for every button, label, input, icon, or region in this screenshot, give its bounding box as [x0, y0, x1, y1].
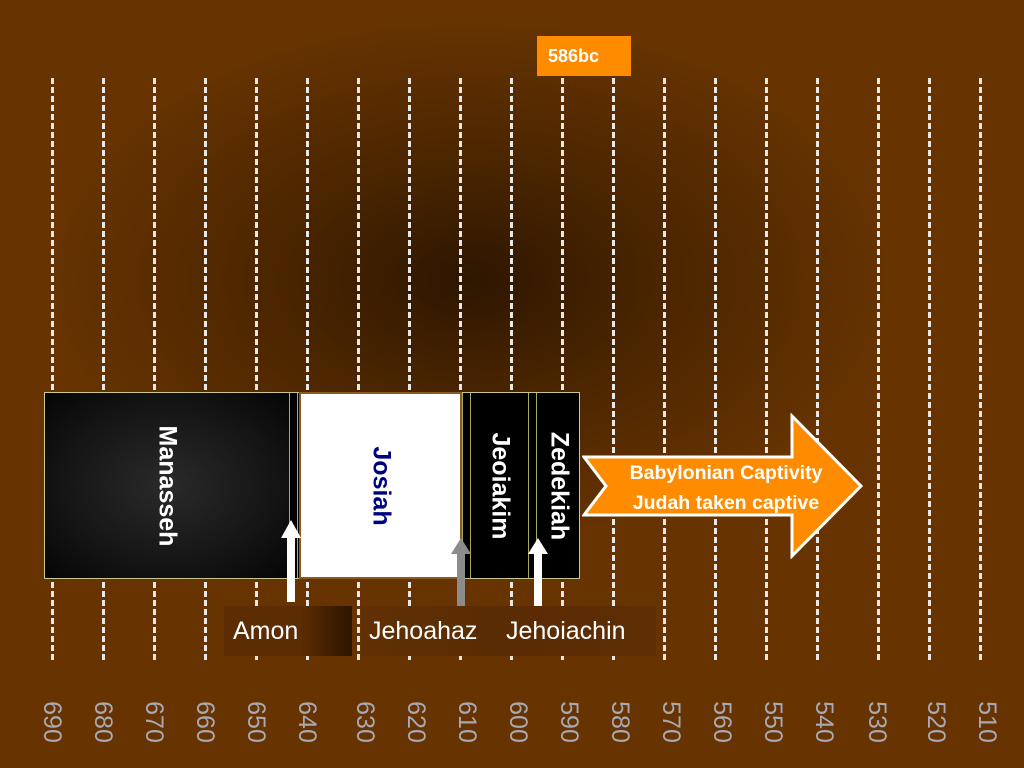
- year-label: 650: [242, 701, 271, 743]
- year-label: 660: [191, 701, 220, 743]
- gridline: [714, 78, 717, 660]
- year-label: 580: [606, 701, 635, 743]
- label-amon: Amon: [224, 606, 352, 656]
- gridline: [816, 78, 819, 660]
- reign-label: Jeoiakim: [486, 431, 514, 540]
- label-text: Jehoahaz: [369, 616, 478, 645]
- reign-label: Josiah: [367, 445, 395, 526]
- arrow-up-icon: [281, 520, 301, 602]
- label-text: Jehoiachin: [506, 616, 626, 645]
- label-jehoahaz: Jehoahaz: [361, 606, 493, 656]
- year-label: 550: [759, 701, 788, 743]
- arrow-up-icon: [528, 538, 548, 618]
- reign-jeoiakim: Jeoiakim: [470, 393, 528, 578]
- year-label: 610: [453, 701, 482, 743]
- year-label: 570: [657, 701, 686, 743]
- arrow-right-icon: [582, 413, 864, 559]
- captivity-label: Babylonian Captivity Judah taken captive: [608, 458, 844, 518]
- gridline: [153, 78, 156, 660]
- reign-label: Zedekiah: [545, 431, 573, 540]
- gridline: [408, 78, 411, 660]
- gridline: [459, 78, 462, 660]
- reign-jehoiachin: [528, 393, 537, 578]
- year-label: 590: [555, 701, 584, 743]
- gridline: [306, 78, 309, 660]
- gridline: [510, 78, 513, 660]
- label-text: Amon: [233, 616, 299, 645]
- gridline: [877, 78, 880, 660]
- year-label: 540: [810, 701, 839, 743]
- gridline: [979, 78, 982, 660]
- gridline: [612, 78, 615, 660]
- label-jehoiachin: Jehoiachin: [492, 606, 656, 656]
- reign-zedekiah: Zedekiah: [538, 393, 579, 578]
- gridline: [928, 78, 931, 660]
- arrow-up-icon: [451, 538, 471, 618]
- year-label: 670: [140, 701, 169, 743]
- gridline: [561, 78, 564, 660]
- reign-josiah: Josiah: [299, 392, 462, 579]
- gridline: [102, 78, 105, 660]
- gridline: [255, 78, 258, 660]
- year-label: 630: [351, 701, 380, 743]
- year-label: 640: [293, 701, 322, 743]
- year-label: 690: [38, 701, 67, 743]
- captivity-line-2: Judah taken captive: [632, 492, 820, 514]
- year-label: 620: [402, 701, 431, 743]
- reign-amon: [289, 393, 298, 578]
- year-label: 560: [708, 701, 737, 743]
- reign-jehoahaz: [462, 393, 468, 578]
- gridline: [765, 78, 768, 660]
- gridline: [357, 78, 360, 660]
- gridline: [51, 78, 54, 660]
- reign-manasseh: Manasseh: [45, 393, 289, 578]
- reign-label: Manasseh: [153, 425, 182, 546]
- year-label: 600: [504, 701, 533, 743]
- gridline: [663, 78, 666, 660]
- year-label: 530: [863, 701, 892, 743]
- date-marker-586bc: 586bc: [537, 36, 631, 76]
- year-label: 520: [922, 701, 951, 743]
- gridline: [204, 78, 207, 660]
- captivity-line-1: Babylonian Captivity: [629, 462, 823, 484]
- year-label: 680: [89, 701, 118, 743]
- year-label: 510: [973, 701, 1002, 743]
